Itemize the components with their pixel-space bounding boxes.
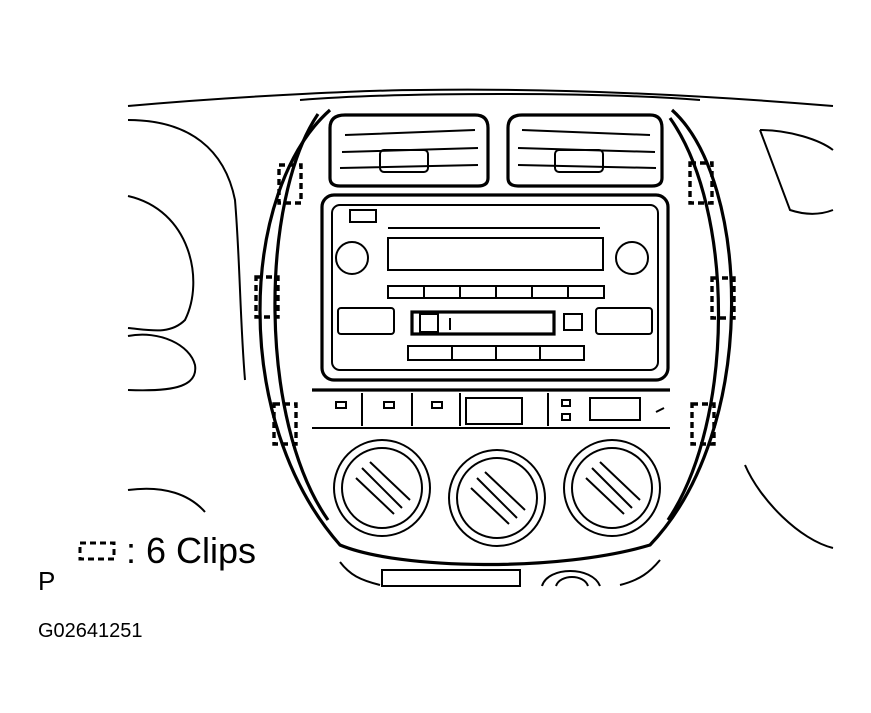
climate-knob-center xyxy=(448,449,546,547)
clip-markers xyxy=(254,161,736,446)
reference-letter: P xyxy=(38,566,56,596)
figure-code: G02641251 xyxy=(38,620,143,642)
climate-knob-right xyxy=(563,439,661,537)
clip-middle-right xyxy=(710,276,736,320)
legend: : 6 Clips xyxy=(78,530,256,572)
climate-knob-left xyxy=(333,439,431,537)
clip-middle-left xyxy=(254,275,280,319)
radio-unit xyxy=(320,193,670,382)
switch-strip xyxy=(312,388,670,429)
lower-buttons xyxy=(407,345,585,361)
air-vent-left xyxy=(328,113,490,188)
legend-label: : 6 Clips xyxy=(126,530,257,571)
preset-buttons xyxy=(387,285,605,299)
lower-console xyxy=(381,569,601,587)
clip-lower-right xyxy=(690,402,716,446)
clip-upper-left xyxy=(277,163,303,205)
dashed-clip-icon xyxy=(78,541,116,561)
air-vent-right xyxy=(506,113,664,188)
clip-upper-right xyxy=(688,161,714,205)
clip-lower-left xyxy=(272,402,298,446)
dashboard-outline xyxy=(127,88,834,586)
